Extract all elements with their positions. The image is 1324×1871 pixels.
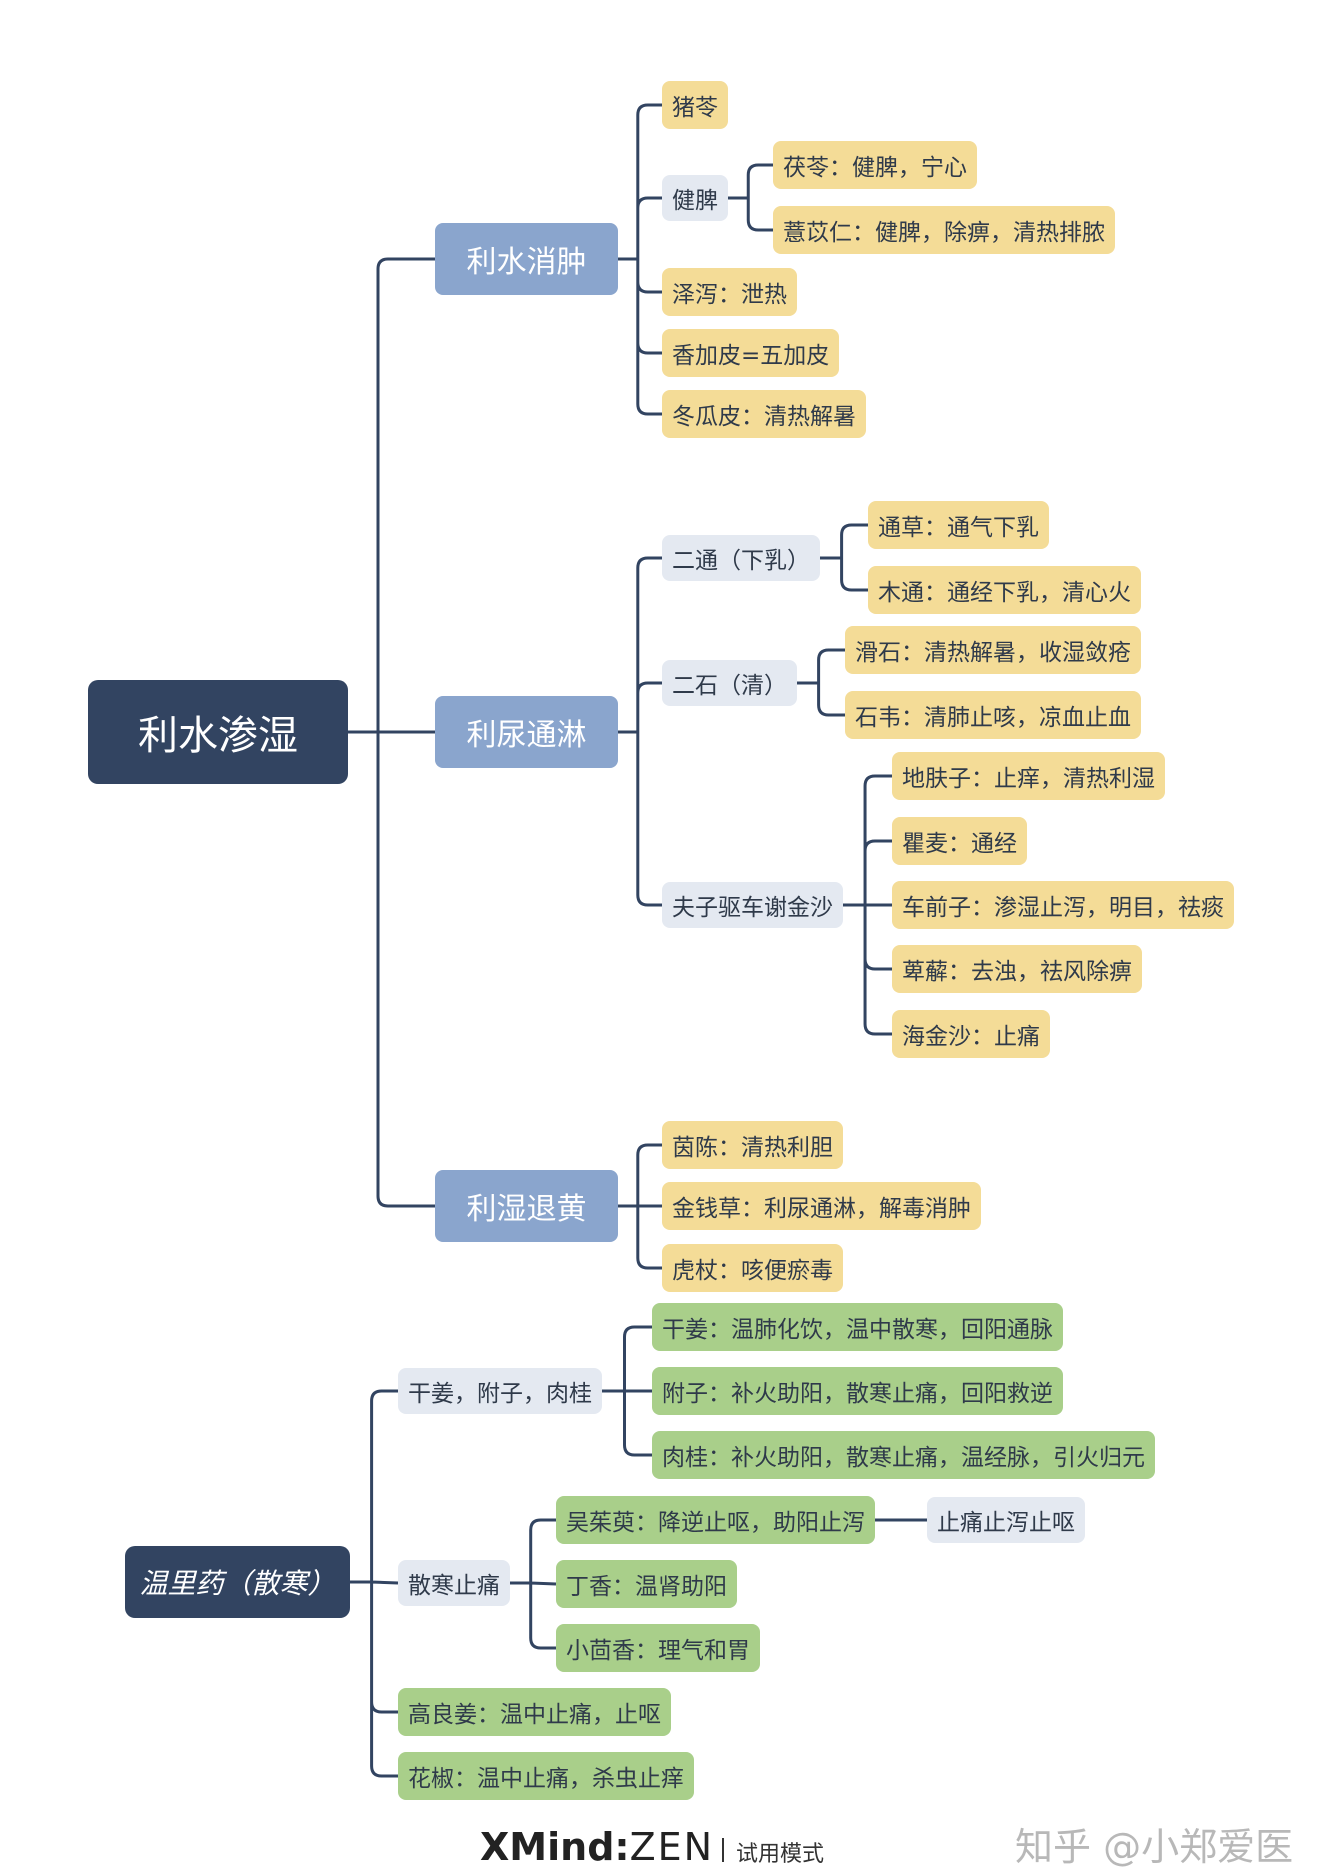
leaf-gaoliangjiang[interactable]: 高良姜：温中止痛，止呕 bbox=[398, 1688, 671, 1736]
leaf-tongcao[interactable]: 通草：通气下乳 bbox=[868, 501, 1049, 549]
main-node-2[interactable]: 利尿通淋 bbox=[435, 696, 618, 768]
connector-line bbox=[618, 1143, 662, 1270]
xmind-brand: XMind bbox=[480, 1825, 615, 1869]
zhihu-watermark: 知乎 @小郑爱医 bbox=[1015, 1825, 1294, 1869]
sub-jianpi[interactable]: 健脾 bbox=[662, 175, 728, 221]
connector-line bbox=[820, 523, 868, 592]
leaf-mutong[interactable]: 木通：通经下乳，清心火 bbox=[868, 566, 1141, 614]
connector-line bbox=[843, 774, 892, 1036]
leaf-wuzhuyu[interactable]: 吴茱萸：降逆止呕，助阳止泻 bbox=[556, 1496, 875, 1544]
root-node-2[interactable]: 温里药（散寒） bbox=[125, 1546, 350, 1618]
leaf-zhuling[interactable]: 猪苓 bbox=[662, 81, 728, 129]
sub-sanhan-zhitong[interactable]: 散寒止痛 bbox=[398, 1560, 510, 1606]
root-node-1[interactable]: 利水渗湿 bbox=[88, 680, 348, 784]
main-node-3[interactable]: 利湿退黄 bbox=[435, 1170, 618, 1242]
leaf-huashi[interactable]: 滑石：清热解暑，收湿敛疮 bbox=[845, 626, 1141, 674]
xmind-zen: ZEN bbox=[629, 1825, 715, 1869]
sub-ertong[interactable]: 二通（下乳） bbox=[662, 535, 820, 581]
leaf-difuzi[interactable]: 地肤子：止痒，清热利湿 bbox=[892, 752, 1165, 800]
leaf-cheqianzi[interactable]: 车前子：渗湿止泻，明目，祛痰 bbox=[892, 881, 1234, 929]
leaf-xiangjiapi[interactable]: 香加皮=五加皮 bbox=[662, 329, 840, 377]
leaf-qumai[interactable]: 瞿麦：通经 bbox=[892, 817, 1027, 865]
leaf-fuling[interactable]: 茯苓：健脾，宁心 bbox=[773, 141, 977, 189]
leaf-huzhang[interactable]: 虎杖：咳便瘀毒 bbox=[662, 1244, 843, 1292]
connector-line bbox=[350, 1389, 399, 1778]
connector-line bbox=[728, 163, 773, 232]
leaf-yinchen[interactable]: 茵陈：清热利胆 bbox=[662, 1121, 843, 1169]
connector-line bbox=[348, 257, 435, 1208]
sub-ganjiang-fuzi-rougui[interactable]: 干姜，附子，肉桂 bbox=[398, 1368, 602, 1414]
trial-mode-label: 试用模式 bbox=[736, 1842, 825, 1867]
leaf-rougui[interactable]: 肉桂：补火助阳，散寒止痛，温经脉，引火归元 bbox=[652, 1431, 1155, 1479]
leaf-dingxiang[interactable]: 丁香：温肾助阳 bbox=[556, 1560, 737, 1608]
xmind-logo: XMind:ZEN bbox=[480, 1825, 714, 1869]
leaf-ganjiang[interactable]: 干姜：温肺化饮，温中散寒，回阳通脉 bbox=[652, 1303, 1063, 1351]
main-node-1[interactable]: 利水消肿 bbox=[435, 223, 618, 295]
leaf-zexie[interactable]: 泽泻：泄热 bbox=[662, 268, 797, 316]
footer-divider bbox=[722, 1838, 724, 1862]
leaf-jinqiancao[interactable]: 金钱草：利尿通淋，解毒消肿 bbox=[662, 1182, 981, 1230]
leaf-yiyiren[interactable]: 薏苡仁：健脾，除痹，清热排脓 bbox=[773, 206, 1115, 254]
xmind-colon-icon: : bbox=[614, 1825, 630, 1869]
leaf-haijinsha[interactable]: 海金沙：止痛 bbox=[892, 1010, 1050, 1058]
leaf-xiaohuixiang[interactable]: 小茴香：理气和胃 bbox=[556, 1624, 760, 1672]
connector-line bbox=[797, 648, 845, 717]
connector-line bbox=[510, 1518, 557, 1650]
sub-zhitong-zhixie-zhiou[interactable]: 止痛止泻止呕 bbox=[927, 1497, 1085, 1543]
leaf-bixie[interactable]: 萆薢：去浊，祛风除痹 bbox=[892, 945, 1142, 993]
connector-line bbox=[602, 1325, 652, 1457]
leaf-shiwei[interactable]: 石韦：清肺止咳，凉血止血 bbox=[845, 691, 1141, 739]
sub-ershi[interactable]: 二石（清） bbox=[662, 660, 797, 706]
leaf-dongguapi[interactable]: 冬瓜皮：清热解暑 bbox=[662, 390, 866, 438]
leaf-huajiao[interactable]: 花椒：温中止痛，杀虫止痒 bbox=[398, 1752, 694, 1800]
connector-line bbox=[618, 556, 662, 907]
leaf-fuzi[interactable]: 附子：补火助阳，散寒止痛，回阳救逆 bbox=[652, 1367, 1063, 1415]
sub-fuziquche[interactable]: 夫子驱车谢金沙 bbox=[662, 882, 843, 928]
connector-line bbox=[618, 103, 662, 416]
